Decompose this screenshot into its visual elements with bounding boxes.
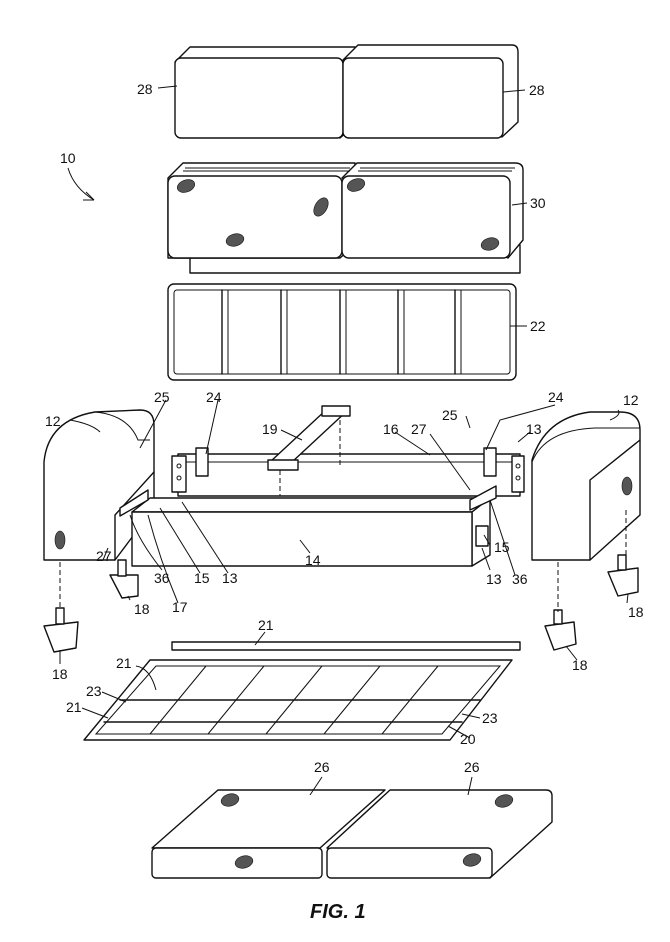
label-12-left: 12	[45, 413, 61, 429]
label-13-left: 13	[222, 570, 238, 586]
label-23-right: 23	[482, 710, 498, 726]
rear-rail	[171, 447, 525, 497]
reference-numerals: 28 28 10 30 22 12 12 25 24 19 16 27 25 2…	[45, 81, 644, 775]
label-36-left: 36	[154, 570, 170, 586]
back-cushions	[174, 44, 519, 139]
label-27-left: 27	[96, 548, 112, 564]
label-28-right: 28	[529, 82, 545, 98]
front-rail	[119, 485, 497, 567]
label-21-top: 21	[258, 617, 274, 633]
label-24-right: 24	[548, 389, 564, 405]
seat-cushions	[151, 789, 553, 879]
label-18-rear-right: 18	[572, 657, 588, 673]
label-14: 14	[305, 552, 321, 568]
label-25-left: 25	[154, 389, 170, 405]
back-frame	[167, 283, 517, 381]
figure-caption: FIG. 1	[310, 901, 366, 923]
label-10: 10	[60, 150, 76, 166]
label-26-left: 26	[314, 759, 330, 775]
center-brace	[267, 405, 351, 496]
label-18-front-left: 18	[134, 601, 150, 617]
legs	[43, 510, 639, 653]
label-26-right: 26	[464, 759, 480, 775]
left-arm	[43, 409, 155, 561]
label-13-right-top: 13	[526, 421, 542, 437]
label-25-right: 25	[442, 407, 458, 423]
label-27-right: 27	[411, 421, 427, 437]
back-upholstery	[167, 162, 524, 274]
label-15-left: 15	[194, 570, 210, 586]
label-13-right: 13	[486, 571, 502, 587]
label-18-rear-left: 18	[52, 666, 68, 682]
leader-lines	[59, 85, 629, 796]
label-24-left: 24	[206, 389, 222, 405]
seat-support	[83, 641, 521, 741]
label-36-right: 36	[512, 571, 528, 587]
label-19: 19	[262, 421, 278, 437]
label-23-left: 23	[86, 683, 102, 699]
label-28-left: 28	[137, 81, 153, 97]
right-arm	[531, 411, 641, 561]
label-12-right: 12	[623, 392, 639, 408]
label-21-middle: 21	[116, 655, 132, 671]
label-21-bottom: 21	[66, 699, 82, 715]
label-15-right: 15	[494, 539, 510, 555]
label-30: 30	[530, 195, 546, 211]
label-18-front-right: 18	[628, 604, 644, 620]
label-17: 17	[172, 599, 188, 615]
label-22: 22	[530, 318, 546, 334]
label-20: 20	[460, 731, 476, 747]
label-16: 16	[383, 421, 399, 437]
